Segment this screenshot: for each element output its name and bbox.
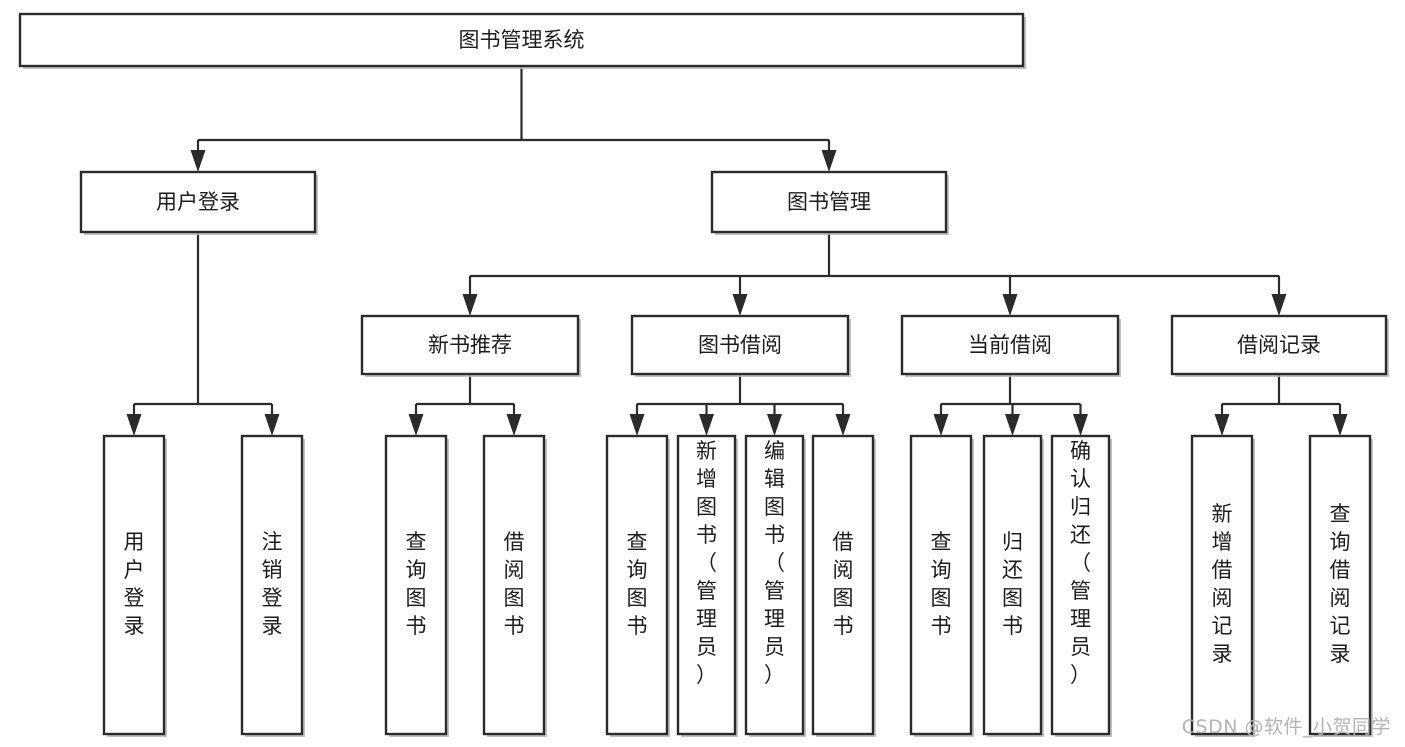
node-leaf-query-book-1[interactable]: 查询图书 [384,434,449,737]
node-label: 图书借阅 [698,333,782,357]
node-new-book-rec[interactable]: 新书推荐 [360,314,581,377]
node-leaf-borrow-book-2[interactable]: 借阅图书 [811,434,876,737]
node-box[interactable] [630,314,850,376]
node-leaf-edit-book[interactable]: 编辑图书（管理员） [744,434,806,737]
node-leaf-logout[interactable]: 注销登录 [240,434,305,737]
node-label: 确认归还（管理员） [1070,439,1091,687]
node-box[interactable] [811,434,875,736]
node-user-login[interactable]: 用户登录 [79,170,318,235]
node-box[interactable] [676,434,737,736]
arrow-head-icon [933,414,949,436]
arrow-head-icon [1005,414,1020,436]
arrow-head-icon [408,414,424,436]
node-leaf-query-book-2[interactable]: 查询图书 [605,434,670,737]
node-label: 查询图书 [931,530,952,638]
node-leaf-add-record[interactable]: 新增借阅记录 [1190,434,1255,737]
arrow-head-icon [629,414,645,436]
node-label: 编辑图书（管理员） [764,439,785,687]
node-box[interactable] [1050,434,1111,736]
node-label: 借阅图书 [504,530,525,638]
node-book-manage[interactable]: 图书管理 [710,170,949,235]
node-current-borrow[interactable]: 当前借阅 [900,314,1121,377]
arrow-head-icon [1214,414,1230,436]
node-box[interactable] [744,434,805,736]
node-box[interactable] [79,170,317,234]
node-box[interactable] [240,434,304,736]
node-box[interactable] [360,314,580,376]
node-label: 归还图书 [1002,530,1023,638]
node-label: 用户登录 [156,190,240,214]
node-leaf-query-book-3[interactable]: 查询图书 [909,434,974,737]
arrow-head-icon [821,150,837,172]
node-leaf-borrow-book-1[interactable]: 借阅图书 [482,434,547,737]
connectors-layer [126,66,1348,436]
node-label: 图书管理系统 [459,28,585,52]
node-label: 新增借阅记录 [1212,502,1233,666]
node-root[interactable]: 图书管理系统 [18,12,1026,69]
node-box[interactable] [900,314,1120,376]
arrow-head-icon [1271,294,1287,316]
node-box[interactable] [1308,434,1372,736]
node-label: 借阅记录 [1237,333,1321,357]
node-label: 新书推荐 [428,333,512,357]
node-leaf-query-record[interactable]: 查询借阅记录 [1308,434,1373,737]
node-borrow-record[interactable]: 借阅记录 [1170,314,1389,377]
node-book-borrow[interactable]: 图书借阅 [630,314,851,377]
arrow-head-icon [1073,414,1088,436]
arrow-head-icon [1332,414,1348,436]
arrow-head-icon [506,414,522,436]
node-box[interactable] [710,170,948,234]
node-label: 查询图书 [627,530,648,638]
node-leaf-user-login[interactable]: 用户登录 [102,434,167,737]
arrow-head-icon [835,414,851,436]
arrow-head-icon [126,414,142,436]
arrow-head-icon [462,294,478,316]
node-label: 注销登录 [262,530,283,638]
node-label: 新增图书（管理员） [696,439,717,687]
arrow-head-icon [732,294,748,316]
node-label: 查询借阅记录 [1330,502,1351,666]
arrow-head-icon [1002,294,1018,316]
node-label: 用户登录 [124,530,145,638]
node-box[interactable] [1170,314,1388,376]
node-label: 查询图书 [406,530,427,638]
node-box[interactable] [384,434,448,736]
node-leaf-add-book[interactable]: 新增图书（管理员） [676,434,738,737]
node-box[interactable] [909,434,973,736]
node-label: 图书管理 [787,190,871,214]
nodes-layer: 图书管理系统用户登录图书管理新书推荐图书借阅当前借阅借阅记录用户登录注销登录查询… [18,12,1389,737]
node-box[interactable] [1190,434,1254,736]
node-label: 借阅图书 [833,530,854,638]
arrow-head-icon [264,414,280,436]
node-box[interactable] [605,434,669,736]
node-leaf-return-book[interactable]: 归还图书 [982,434,1044,737]
node-box[interactable] [18,12,1025,68]
node-box[interactable] [482,434,546,736]
node-box[interactable] [982,434,1043,736]
node-box[interactable] [102,434,166,736]
node-leaf-confirm-return[interactable]: 确认归还（管理员） [1050,434,1112,737]
node-label: 当前借阅 [968,333,1052,357]
arrow-head-icon [190,150,206,172]
arrow-head-icon [699,414,714,436]
arrow-head-icon [767,414,782,436]
